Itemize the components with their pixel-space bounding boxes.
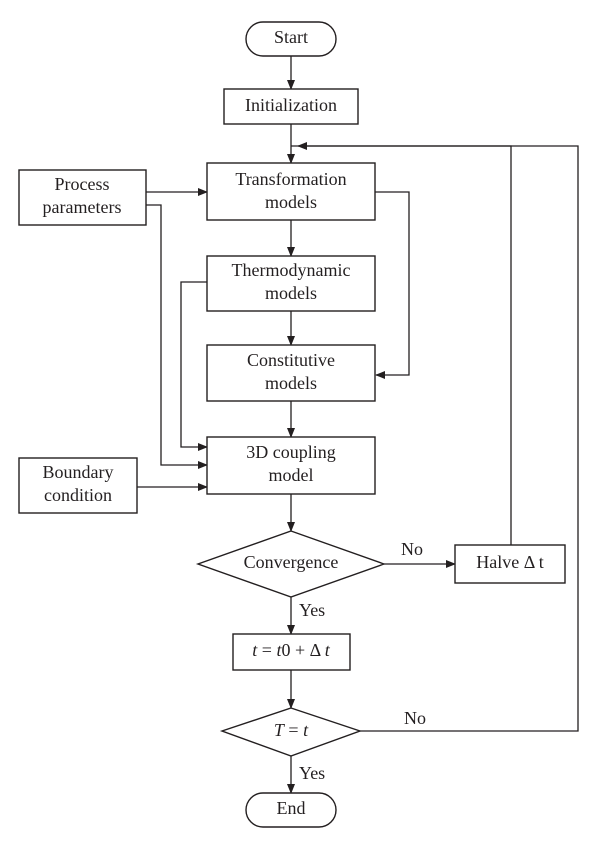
convergence-label: Convergence bbox=[244, 552, 339, 572]
edge-process-to-coupling bbox=[146, 204, 208, 469]
thermodynamic-models-label-line2: models bbox=[265, 283, 317, 303]
update-t-equals: = bbox=[257, 640, 276, 660]
coupling-model-label-line2: model bbox=[269, 465, 314, 485]
transformation-models-label-line1: Transformation bbox=[235, 169, 346, 189]
process-parameters-label-line2: parameters bbox=[43, 197, 122, 217]
constitutive-models-node: Constitutive models bbox=[206, 344, 376, 402]
transformation-models-node: Transformation models bbox=[206, 162, 376, 221]
constitutive-models-label-line1: Constitutive bbox=[247, 350, 335, 370]
check-yes-label: Yes bbox=[299, 763, 325, 783]
initialization-label: Initialization bbox=[245, 95, 337, 115]
boundary-condition-node: Boundary condition bbox=[18, 457, 138, 514]
end-label: End bbox=[277, 798, 306, 818]
update-t-label: t = t0 + Δ t bbox=[252, 640, 330, 660]
boundary-condition-label-line2: condition bbox=[44, 485, 112, 505]
edge-thermodynamic-to-coupling bbox=[180, 281, 208, 451]
halve-dt-node: Halve Δ t bbox=[454, 544, 566, 584]
start-node: Start bbox=[245, 21, 337, 57]
check-T-lhs: T bbox=[274, 720, 286, 740]
halve-dt-label: Halve Δ t bbox=[476, 552, 544, 572]
check-T-label: T = t bbox=[274, 720, 309, 740]
convergence-node: Convergence bbox=[195, 530, 387, 598]
check-T-rhs: t bbox=[303, 720, 309, 740]
check-T-equals: = bbox=[284, 720, 303, 740]
convergence-yes-label: Yes bbox=[299, 600, 325, 620]
update-t-plus-dt: 0 + Δ bbox=[281, 640, 324, 660]
check-no-label: No bbox=[404, 708, 426, 728]
coupling-model-node: 3D coupling model bbox=[206, 436, 376, 495]
convergence-no-label: No bbox=[401, 539, 423, 559]
end-node: End bbox=[245, 792, 337, 828]
boundary-condition-label-line1: Boundary bbox=[43, 462, 114, 482]
connectors bbox=[137, 56, 579, 794]
edge-check-no-loop-back bbox=[297, 142, 579, 732]
check-T-node: T = t bbox=[219, 707, 363, 757]
process-parameters-label-line1: Process bbox=[55, 174, 110, 194]
process-parameters-node: Process parameters bbox=[18, 169, 147, 226]
initialization-node: Initialization bbox=[223, 88, 359, 125]
start-label: Start bbox=[274, 27, 308, 47]
update-t-lhs: t bbox=[252, 640, 258, 660]
coupling-model-label-line1: 3D coupling bbox=[246, 442, 336, 462]
edge-transformation-to-constitutive bbox=[375, 191, 410, 379]
transformation-models-label-line2: models bbox=[265, 192, 317, 212]
thermodynamic-models-node: Thermodynamic models bbox=[206, 255, 376, 312]
update-t-node: t = t0 + Δ t bbox=[232, 633, 351, 671]
thermodynamic-models-label-line1: Thermodynamic bbox=[232, 260, 351, 280]
update-t-t0: t bbox=[276, 640, 282, 660]
update-t-dt: t bbox=[325, 640, 331, 660]
constitutive-models-label-line2: models bbox=[265, 373, 317, 393]
